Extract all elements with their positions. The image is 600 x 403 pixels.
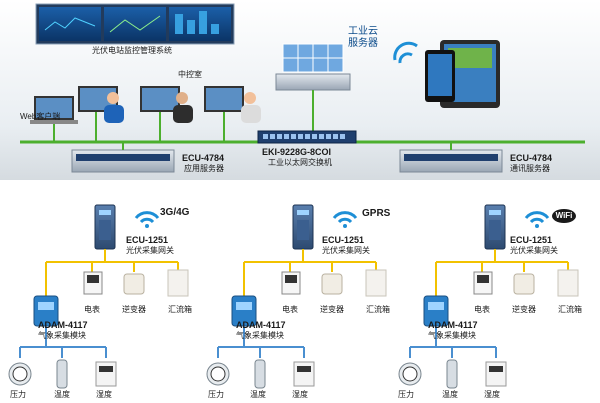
- switch-icon: [257, 130, 357, 144]
- combiner-icon: [557, 269, 579, 297]
- humidity-sensor-icon: [95, 361, 117, 387]
- station3-link-label: WiFi: [552, 209, 576, 223]
- inverter-icon: [513, 273, 535, 295]
- station2-adam-desc: 气象采集模块: [236, 331, 284, 340]
- station1-adam-model: ADAM-4117: [38, 320, 88, 330]
- app-server-model-label: ECU-4784: [182, 153, 225, 163]
- comm-server-icon: [399, 142, 503, 173]
- temperature-sensor-icon: [56, 359, 68, 389]
- switch-model-label: EKI-9228G-8COI: [262, 147, 332, 157]
- mobile-devices-icon: [425, 40, 500, 108]
- station1-link-label: 3G/4G: [160, 207, 190, 218]
- station1-meter-label: 电表: [84, 305, 100, 314]
- cloud-wifi-icon: [393, 41, 418, 64]
- comm-server-model-label: ECU-4784: [510, 153, 553, 163]
- app-server-desc-label: 应用服务器: [184, 164, 224, 173]
- station2-gateway-model: ECU-1251: [322, 235, 365, 245]
- station3-adam-model: ADAM-4117: [428, 320, 478, 330]
- station1-inverter-label: 逆变器: [122, 305, 146, 314]
- humidity-sensor-icon: [293, 361, 315, 387]
- station3-gateway-desc: 光伏采集网关: [510, 246, 558, 255]
- humidity-sensor-icon: [485, 361, 507, 387]
- inverter-icon: [123, 273, 145, 295]
- station1-pressure-label: 压力: [10, 390, 26, 399]
- station2-gateway-desc: 光伏采集网关: [322, 246, 370, 255]
- station3-gateway-model: ECU-1251: [510, 235, 553, 245]
- cloud-server-label-line1: 工业云: [348, 26, 378, 37]
- temperature-sensor-icon: [254, 359, 266, 389]
- combiner-icon: [167, 269, 189, 297]
- wireless-icon: [332, 211, 358, 228]
- comm-server-desc-label: 通讯服务器: [510, 164, 550, 173]
- combiner-icon: [365, 269, 387, 297]
- station2-pressure-label: 压力: [208, 390, 224, 399]
- station3-meter-label: 电表: [474, 305, 490, 314]
- wireless-icon: [524, 211, 550, 228]
- temperature-sensor-icon: [446, 359, 458, 389]
- station1-combiner-label: 汇流箱: [168, 305, 192, 314]
- switch-desc-label: 工业以太网交换机: [268, 158, 332, 167]
- station3-temperature-label: 温度: [442, 390, 458, 399]
- web-client-label: Web客户端: [20, 112, 61, 121]
- app-server-icon: [71, 142, 175, 173]
- station1-adam-desc: 气象采集模块: [38, 331, 86, 340]
- station-3: [398, 204, 579, 389]
- station2-link-label: GPRS: [362, 208, 391, 219]
- field-stations: [8, 204, 579, 389]
- station1-temperature-label: 温度: [54, 390, 70, 399]
- station2-humidity-label: 湿度: [292, 390, 308, 399]
- station2-adam-model: ADAM-4117: [236, 320, 286, 330]
- video-wall: [35, 3, 235, 45]
- station1-humidity-label: 湿度: [96, 390, 112, 399]
- station3-adam-desc: 气象采集模块: [428, 331, 476, 340]
- cloud-server-icon: [275, 43, 351, 142]
- station2-temperature-label: 温度: [250, 390, 266, 399]
- cloud-server-label-line2: 服务器: [348, 38, 378, 49]
- wireless-icon: [134, 211, 160, 228]
- station2-inverter-label: 逆变器: [320, 305, 344, 314]
- control-room-workstations: [78, 86, 261, 142]
- station2-combiner-label: 汇流箱: [366, 305, 390, 314]
- monitor-system-label: 光伏电站监控管理系统: [92, 46, 172, 55]
- station3-combiner-label: 汇流箱: [558, 305, 582, 314]
- station3-inverter-label: 逆变器: [512, 305, 536, 314]
- web-client-laptop: [30, 96, 78, 142]
- station3-pressure-label: 压力: [398, 390, 414, 399]
- station3-humidity-label: 湿度: [484, 390, 500, 399]
- station-2: [206, 204, 387, 389]
- inverter-icon: [321, 273, 343, 295]
- station-1: [8, 204, 189, 389]
- control-room-label: 中控室: [178, 70, 202, 79]
- station1-gateway-model: ECU-1251: [126, 235, 169, 245]
- station1-gateway-desc: 光伏采集网关: [126, 246, 174, 255]
- station2-meter-label: 电表: [282, 305, 298, 314]
